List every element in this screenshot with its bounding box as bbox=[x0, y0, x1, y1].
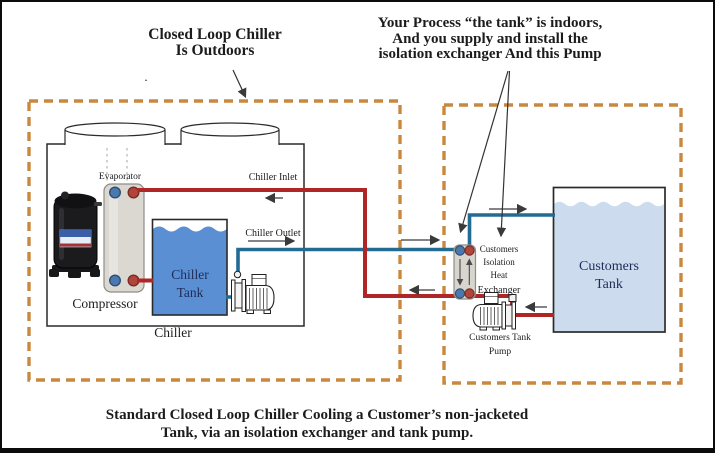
customer-pump-label-line1: Customers Tank bbox=[469, 332, 531, 343]
isolation-heat-exchanger-icon bbox=[453, 244, 477, 300]
chiller-inlet-label: Chiller Inlet bbox=[248, 171, 298, 183]
compressor-icon bbox=[49, 191, 102, 278]
exchanger-label-line3: Heat bbox=[490, 270, 508, 280]
exchanger-label-line1: Customers bbox=[479, 244, 519, 254]
indoor-title-line1: Your Process “the tank” is indoors, bbox=[377, 15, 603, 31]
outdoor-title: Closed Loop Chiller Is Outdoors bbox=[125, 27, 305, 58]
customer-pump-icon bbox=[472, 292, 517, 331]
chiller-outlet-label: Chiller Outlet bbox=[245, 228, 301, 239]
exchanger-label-line4: Exchanger bbox=[477, 285, 521, 296]
stray-dot: . bbox=[144, 69, 148, 84]
exchanger-label-line2: Isolation bbox=[483, 257, 515, 267]
outdoor-boundary-box bbox=[27, 99, 402, 382]
caption-line2: Tank, via an isolation exchanger and tan… bbox=[160, 424, 474, 441]
outdoor-title-pointer-arrow bbox=[232, 69, 247, 99]
indoor-title-line2: And you supply and install the bbox=[392, 30, 588, 47]
outdoor-title-line1: Closed Loop Chiller bbox=[148, 26, 282, 43]
exchanger-label: Customers Isolation Heat bbox=[468, 243, 530, 282]
chiller-tank-label-line1: Chiller bbox=[171, 267, 209, 282]
indoor-boundary-box bbox=[442, 103, 683, 385]
customer-pump-label: Customers Tank Pump bbox=[457, 331, 543, 360]
chiller-unit-label: Chiller bbox=[154, 324, 192, 340]
fan-cylinder-left-icon bbox=[64, 122, 166, 145]
customer-tank-label: Customers Tank bbox=[569, 258, 649, 294]
chiller-tank-label: Chiller Tank bbox=[152, 266, 228, 302]
caption: Standard Closed Loop Chiller Cooling a C… bbox=[62, 407, 572, 442]
customer-tank-label-line2: Tank bbox=[595, 277, 623, 292]
chiller-tank bbox=[151, 218, 228, 316]
indoor-title: Your Process “the tank” is indoors, And … bbox=[358, 15, 622, 63]
customer-tank bbox=[552, 186, 666, 333]
evaporator-label: Evaporator bbox=[98, 172, 142, 182]
customer-tank-label-line1: Customers bbox=[579, 259, 639, 274]
indoor-title-line3: isolation exchanger And this Pump bbox=[378, 46, 602, 62]
indoor-pointer-arrow-pump bbox=[496, 70, 511, 238]
evaporator-icon bbox=[103, 183, 145, 293]
chiller-tank-label-line2: Tank bbox=[176, 285, 204, 300]
outdoor-title-line2: Is Outdoors bbox=[175, 41, 255, 59]
chiller-pump-icon bbox=[231, 270, 275, 314]
compressor-label: Compressor bbox=[72, 296, 138, 311]
indoor-pointer-arrow-exchanger bbox=[458, 70, 509, 234]
customer-pump-label-line2: Pump bbox=[488, 347, 512, 357]
fan-cylinder-right-icon bbox=[180, 122, 280, 145]
hot-return-pipe bbox=[137, 188, 554, 317]
caption-line1: Standard Closed Loop Chiller Cooling a C… bbox=[105, 407, 529, 423]
